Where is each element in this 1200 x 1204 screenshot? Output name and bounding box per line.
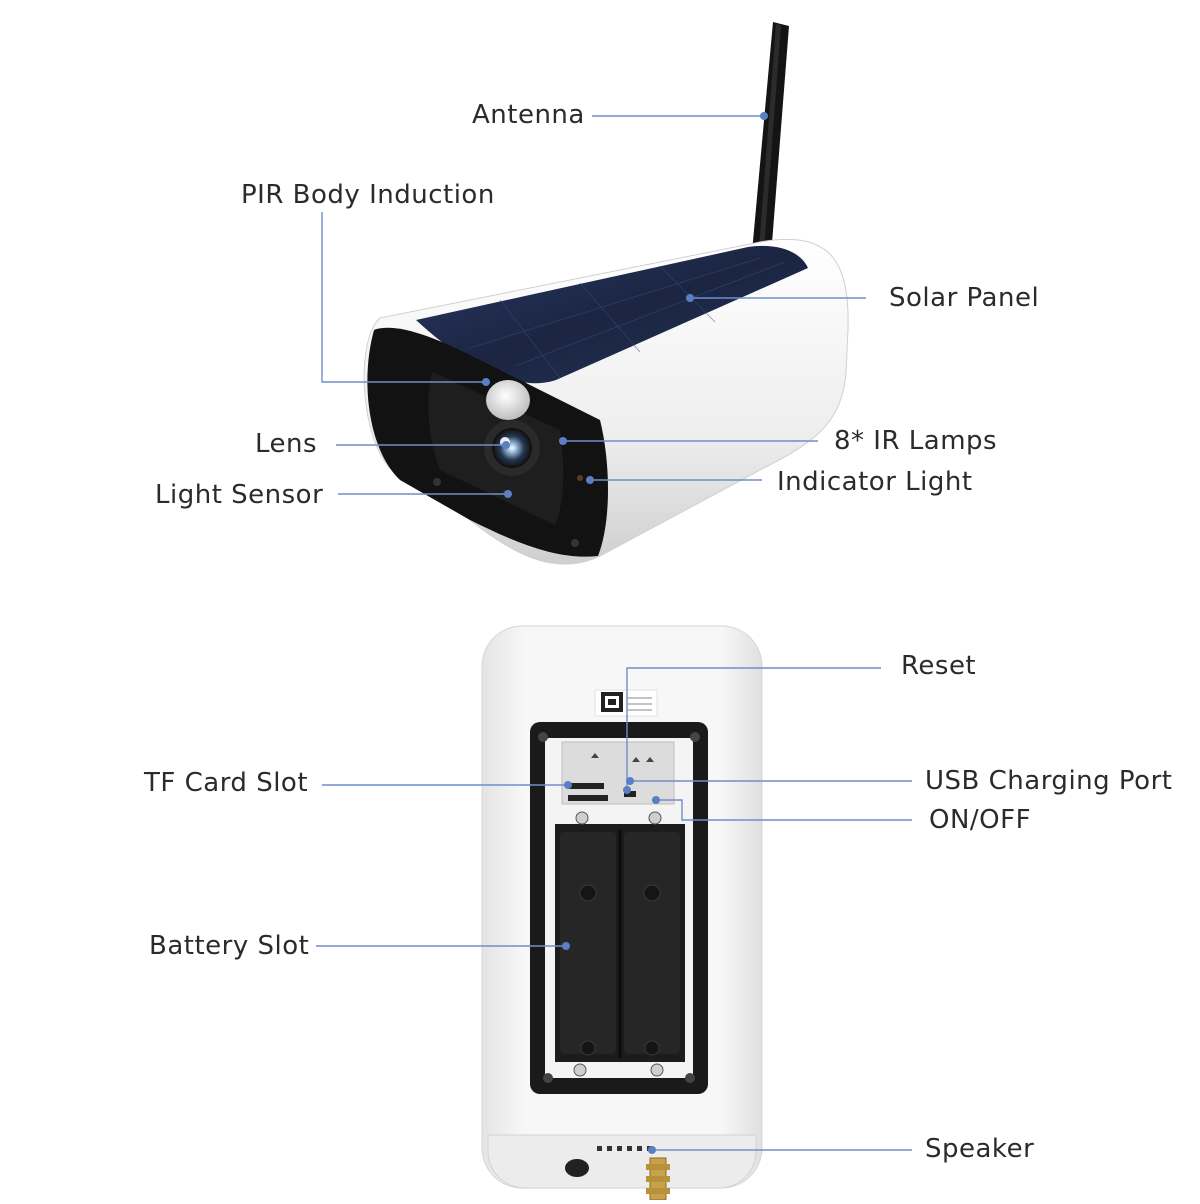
label-solar-panel: Solar Panel xyxy=(889,283,1040,313)
label-tf-card-slot: TF Card Slot xyxy=(144,768,309,798)
port-panel xyxy=(561,741,675,805)
back-camera-illustration xyxy=(481,625,763,1201)
label-pir-body-induction: PIR Body Induction xyxy=(241,180,495,210)
label-lens: Lens xyxy=(255,429,318,459)
label-battery-slot: Battery Slot xyxy=(149,931,310,961)
front-camera-illustration xyxy=(363,22,849,565)
leader-reset xyxy=(626,667,881,790)
back-base-shape xyxy=(487,1134,757,1189)
label-usb-charging-port: USB Charging Port xyxy=(925,766,1173,796)
label-speaker: Speaker xyxy=(925,1134,1035,1164)
leader-dots xyxy=(482,112,768,1154)
pir-sensor-shape xyxy=(486,380,530,420)
leader-lines xyxy=(316,115,912,1151)
label-indicator-light: Indicator Light xyxy=(777,467,973,497)
leader-pir xyxy=(321,212,486,383)
label-on-off: ON/OFF xyxy=(929,805,1032,835)
leader-onoff xyxy=(656,799,912,821)
label-light-sensor: Light Sensor xyxy=(155,480,324,510)
label-antenna: Antenna xyxy=(472,100,585,130)
label-ir-lamps: 8* IR Lamps xyxy=(834,426,998,456)
solar-panel-shape xyxy=(416,245,808,384)
label-reset: Reset xyxy=(901,651,977,681)
